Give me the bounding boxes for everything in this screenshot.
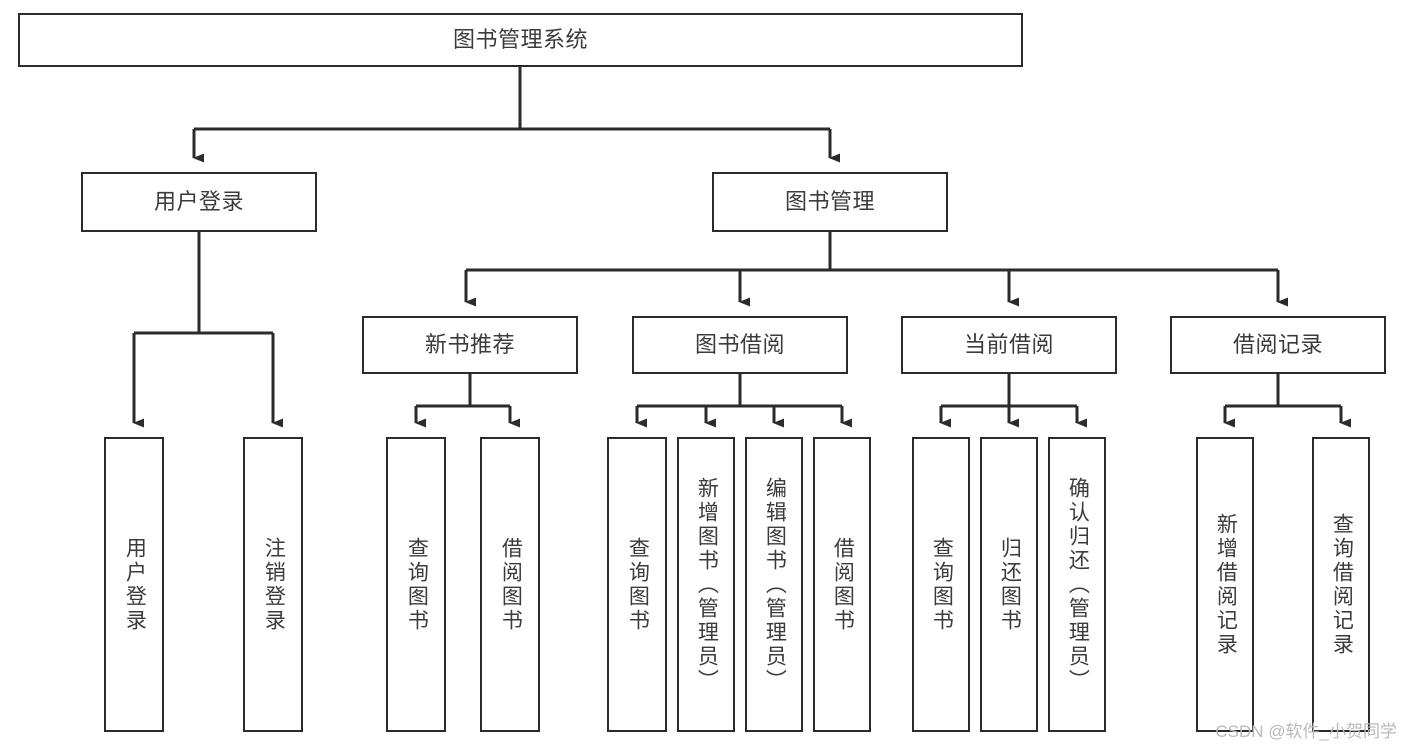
connector-userlogin-to-leaves (132, 232, 283, 428)
node-leaf-edit-book-label: 编辑图书（管理员） (763, 476, 787, 693)
node-root[interactable]: 图书管理系统 (18, 13, 1023, 67)
node-borrow-record[interactable]: 借阅记录 (1170, 316, 1386, 374)
node-root-label: 图书管理系统 (452, 27, 588, 53)
node-new-book-recommend-label: 新书推荐 (424, 332, 515, 358)
node-leaf-confirm-return-label: 确认归还（管理员） (1066, 476, 1090, 693)
node-current-borrow[interactable]: 当前借阅 (901, 316, 1117, 374)
connector-borrowrecord-to-leaves (1223, 374, 1351, 428)
node-leaf-borrow-book-1-label: 借阅图书 (499, 536, 523, 633)
node-current-borrow-label: 当前借阅 (963, 332, 1054, 358)
node-user-login[interactable]: 用户登录 (81, 172, 317, 232)
node-leaf-borrow-book-1[interactable]: 借阅图书 (480, 437, 540, 732)
node-leaf-edit-book[interactable]: 编辑图书（管理员） (745, 437, 803, 732)
node-leaf-return-book[interactable]: 归还图书 (980, 437, 1038, 732)
connector-bookborrow-to-leaves (635, 374, 852, 428)
node-leaf-borrow-book-2[interactable]: 借阅图书 (813, 437, 871, 732)
node-leaf-query-book-3-label: 查询图书 (930, 536, 954, 633)
node-leaf-add-book[interactable]: 新增图书（管理员） (677, 437, 735, 732)
node-leaf-confirm-return[interactable]: 确认归还（管理员） (1048, 437, 1106, 732)
node-leaf-query-book-2-label: 查询图书 (626, 536, 650, 633)
node-book-manage-label: 图书管理 (784, 189, 875, 215)
node-book-borrow-label: 图书借阅 (694, 332, 785, 358)
node-leaf-borrow-book-2-label: 借阅图书 (831, 536, 855, 633)
connector-bookmanage-to-level3 (464, 232, 1288, 307)
node-leaf-query-book-1-label: 查询图书 (405, 536, 429, 633)
node-leaf-user-logout[interactable]: 注销登录 (243, 437, 303, 732)
node-leaf-user-login-label: 用户登录 (123, 536, 147, 633)
connector-root-to-level2 (192, 67, 840, 163)
node-leaf-user-login[interactable]: 用户登录 (104, 437, 164, 732)
node-leaf-query-record-label: 查询借阅记录 (1330, 512, 1354, 657)
node-leaf-return-book-label: 归还图书 (998, 536, 1022, 633)
node-leaf-query-book-2[interactable]: 查询图书 (607, 437, 667, 732)
node-book-manage[interactable]: 图书管理 (712, 172, 948, 232)
node-leaf-query-book-1[interactable]: 查询图书 (386, 437, 446, 732)
node-leaf-add-record[interactable]: 新增借阅记录 (1196, 437, 1254, 732)
node-new-book-recommend[interactable]: 新书推荐 (362, 316, 578, 374)
node-leaf-add-record-label: 新增借阅记录 (1214, 512, 1238, 657)
node-book-borrow[interactable]: 图书借阅 (632, 316, 848, 374)
node-leaf-query-book-3[interactable]: 查询图书 (912, 437, 970, 732)
node-leaf-user-logout-label: 注销登录 (262, 536, 286, 633)
node-leaf-query-record[interactable]: 查询借阅记录 (1312, 437, 1370, 732)
node-user-login-label: 用户登录 (153, 189, 244, 215)
connector-newbook-to-leaves (414, 374, 520, 428)
node-leaf-add-book-label: 新增图书（管理员） (695, 476, 719, 693)
node-borrow-record-label: 借阅记录 (1232, 332, 1323, 358)
connector-currentborrow-to-leaves (939, 374, 1087, 428)
